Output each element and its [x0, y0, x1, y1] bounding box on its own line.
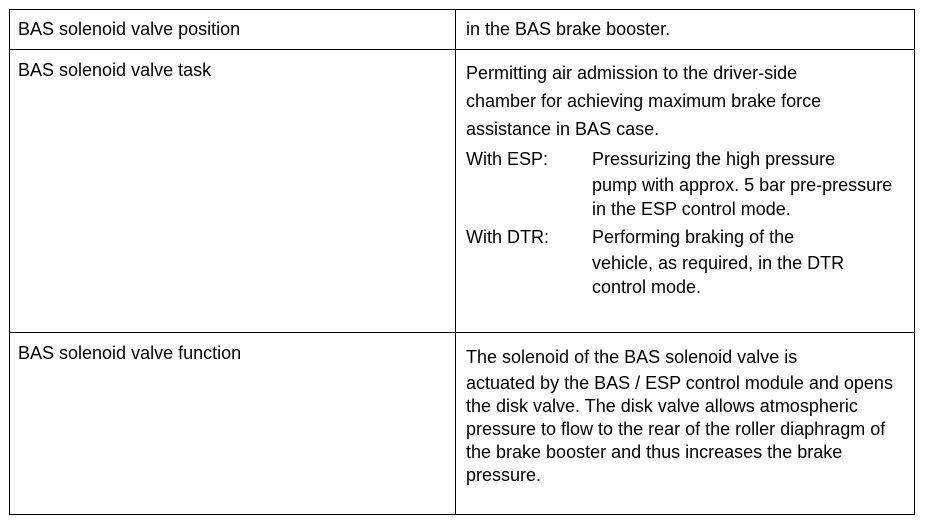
sub-entry-key: With DTR: [466, 227, 549, 247]
sub-entry-continuation: vehicle, as required, in the DTR control… [592, 253, 845, 297]
table-row: BAS solenoid valve function The solenoid… [9, 332, 915, 515]
sub-entry-line-1: Performing braking of the [592, 227, 795, 247]
sub-entry-line-1: Pressurizing the high pressure [592, 149, 836, 169]
value-line-1: The solenoid of the BAS solenoid valve i… [466, 347, 798, 367]
table-row: BAS solenoid valve position in the BAS b… [9, 9, 915, 50]
row-value: The solenoid of the BAS solenoid valve i… [456, 333, 914, 487]
row-label: BAS solenoid valve task [18, 60, 212, 80]
sub-entry-dtr: With DTR: Performing braking of the vehi… [466, 223, 902, 299]
sub-entry-continuation: pump with approx. 5 bar pre-pressure in … [592, 175, 893, 219]
value-cell: The solenoid of the BAS solenoid valve i… [455, 332, 915, 515]
value-cell: in the BAS brake booster. [455, 9, 915, 50]
row-value: in the BAS brake booster. [466, 19, 671, 39]
sub-entry-key: With ESP: [466, 149, 549, 169]
row-label: BAS solenoid valve function [18, 343, 242, 363]
value-continuation: chamber for achieving maximum brake forc… [466, 91, 822, 139]
label-cell: BAS solenoid valve position [9, 9, 456, 50]
value-cell: Permitting air admission to the driver-s… [455, 49, 915, 333]
label-cell: BAS solenoid valve task [9, 49, 456, 333]
row-label: BAS solenoid valve position [18, 19, 241, 39]
table-row: BAS solenoid valve task Permitting air a… [9, 49, 915, 333]
value-line-1: Permitting air admission to the driver-s… [466, 63, 798, 83]
label-cell: BAS solenoid valve function [9, 332, 456, 515]
sub-entry-esp: With ESP: Pressurizing the high pressure… [466, 145, 902, 221]
specification-table: BAS solenoid valve position in the BAS b… [9, 9, 915, 515]
value-continuation: actuated by the BAS / ESP control module… [466, 373, 893, 485]
row-value: Permitting air admission to the driver-s… [456, 50, 914, 299]
sub-entry-value: Performing braking of the vehicle, as re… [592, 223, 902, 299]
sub-entry-value: Pressurizing the high pressure pump with… [592, 145, 902, 221]
